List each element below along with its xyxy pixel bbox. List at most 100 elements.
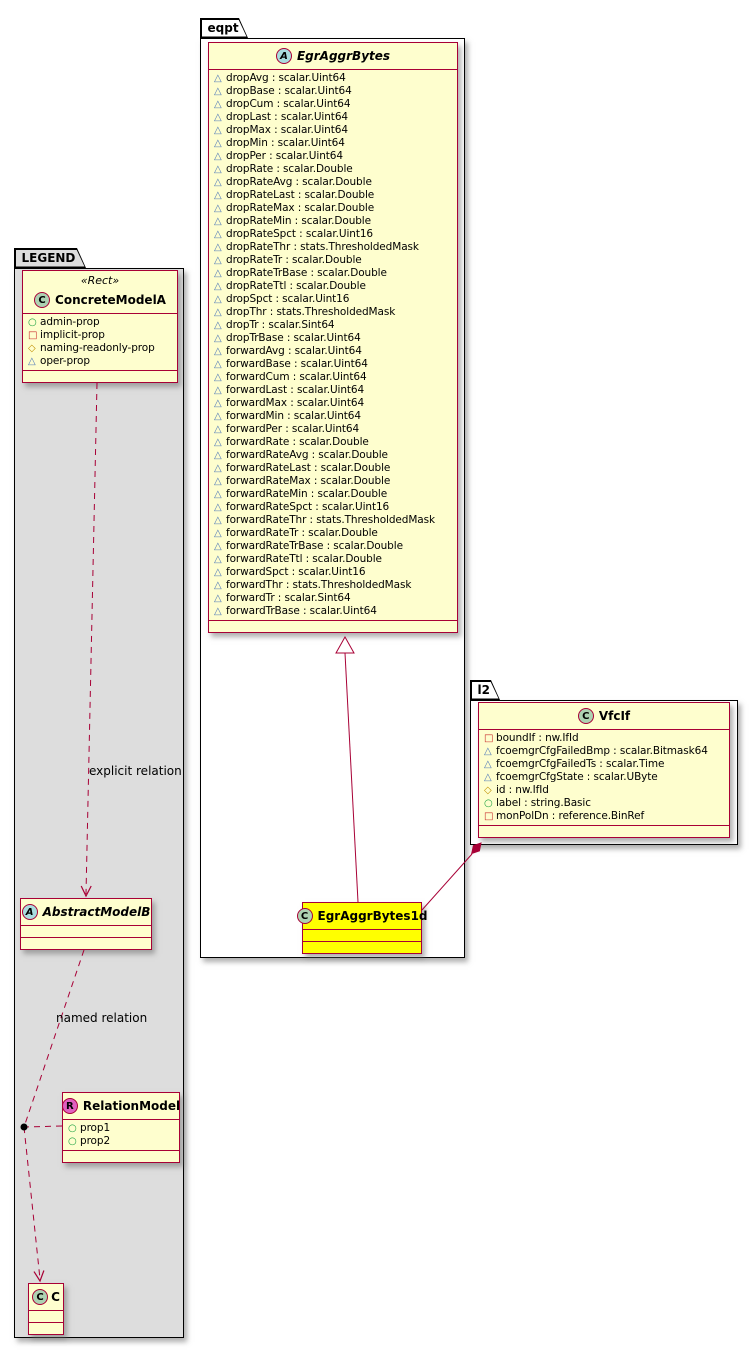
methods-compartment <box>63 1150 179 1162</box>
package-legend-label: LEGEND <box>21 251 76 265</box>
attribute-text: dropLast : scalar.Uint64 <box>226 111 348 123</box>
attribute-visibility-icon <box>214 177 226 189</box>
class-icon: C <box>32 1289 49 1305</box>
attribute-row: forwardRateMax : scalar.Double <box>209 475 457 488</box>
class-vfcif[interactable]: C VfcIf boundIf : nw.IfId fcoemgrCfgFail… <box>478 702 730 838</box>
class-icon: C <box>34 292 51 308</box>
package-l2-tab: l2 <box>470 680 500 700</box>
attribute-visibility-icon <box>28 330 40 342</box>
class-name: AbstractModelB <box>42 905 151 919</box>
attribute-text: prop2 <box>80 1135 111 1147</box>
attribute-visibility-icon <box>214 476 226 488</box>
attribute-text: forwardThr : stats.ThresholdedMask <box>226 579 412 591</box>
attribute-visibility-icon <box>214 138 226 150</box>
attribute-visibility-icon <box>214 398 226 410</box>
abstract-class-icon: A <box>21 904 38 920</box>
attribute-row: dropSpct : scalar.Uint16 <box>209 293 457 306</box>
attribute-text: forwardAvg : scalar.Uint64 <box>226 345 362 357</box>
package-legend-tab: LEGEND <box>14 248 86 268</box>
class-abstractmodelb[interactable]: A AbstractModelB <box>20 898 152 950</box>
attribute-visibility-icon <box>214 216 226 228</box>
attribute-visibility-icon <box>214 580 226 592</box>
attribute-text: dropRateTr : scalar.Double <box>226 254 362 266</box>
attribute-text: dropRateThr : stats.ThresholdedMask <box>226 241 419 253</box>
attribute-row: dropRateAvg : scalar.Double <box>209 176 457 189</box>
attribute-text: forwardRateSpct : scalar.Uint16 <box>226 501 390 513</box>
class-egraggrbytes1d[interactable]: C EgrAggrBytes1d <box>296 902 428 954</box>
class-relationmodel[interactable]: R RelationModel prop1 prop2 <box>61 1092 180 1163</box>
attribute-text: dropRateMax : scalar.Double <box>226 202 375 214</box>
attribute-text: forwardRateTr : scalar.Double <box>226 527 378 539</box>
attribute-visibility-icon <box>214 437 226 449</box>
attribute-row: dropTr : scalar.Sint64 <box>209 319 457 332</box>
package-l2-label: l2 <box>477 683 490 697</box>
attribute-visibility-icon <box>214 359 226 371</box>
attribute-text: forwardRateTtl : scalar.Double <box>226 553 382 565</box>
attribute-visibility-icon <box>214 229 226 241</box>
attribute-visibility-icon <box>484 759 496 771</box>
attribute-text: forwardPer : scalar.Uint64 <box>226 423 360 435</box>
attribute-text: forwardTr : scalar.Sint64 <box>226 592 351 604</box>
abstract-class-icon: A <box>275 48 292 64</box>
attribute-row: dropBase : scalar.Uint64 <box>209 85 457 98</box>
class-icon: C <box>577 708 594 724</box>
attribute-text: dropThr : stats.ThresholdedMask <box>226 306 396 318</box>
class-name: VfcIf <box>598 709 631 723</box>
attribute-text: forwardRateMax : scalar.Double <box>226 475 391 487</box>
class-icon: C <box>296 908 313 924</box>
attribute-text: dropTrBase : scalar.Uint64 <box>226 332 361 344</box>
methods-compartment <box>21 937 151 949</box>
class-egraggrbytes[interactable]: A EgrAggrBytes dropAvg : scalar.Uint64 d… <box>208 42 458 633</box>
attribute-visibility-icon <box>214 73 226 85</box>
attribute-row: prop2 <box>63 1135 179 1148</box>
attribute-visibility-icon <box>214 372 226 384</box>
class-name: EgrAggrBytes <box>296 49 391 63</box>
class-c[interactable]: C C <box>28 1283 64 1335</box>
attribute-row: dropMin : scalar.Uint64 <box>209 137 457 150</box>
attribute-text: forwardBase : scalar.Uint64 <box>226 358 368 370</box>
attribute-text: oper-prop <box>40 355 90 367</box>
attribute-visibility-icon <box>214 294 226 306</box>
attribute-visibility-icon <box>484 798 496 810</box>
attribute-visibility-icon <box>214 203 226 215</box>
attribute-text: forwardCum : scalar.Uint64 <box>226 371 367 383</box>
class-name: ConcreteModelA <box>55 293 166 307</box>
attribute-text: fcoemgrCfgFailedTs : scalar.Time <box>496 758 665 770</box>
attribute-visibility-icon <box>484 772 496 784</box>
attribute-visibility-icon <box>484 746 496 758</box>
attribute-row: forwardRateAvg : scalar.Double <box>209 449 457 462</box>
attribute-text: boundIf : nw.IfId <box>496 732 579 744</box>
attribute-row: fcoemgrCfgState : scalar.UByte <box>479 771 729 784</box>
attribute-row: implicit-prop <box>23 329 177 342</box>
attribute-row: fcoemgrCfgFailedTs : scalar.Time <box>479 758 729 771</box>
attribute-text: forwardRateAvg : scalar.Double <box>226 449 388 461</box>
attribute-text: dropRateTrBase : scalar.Double <box>226 267 387 279</box>
attribute-visibility-icon <box>214 489 226 501</box>
attribute-visibility-icon <box>214 593 226 605</box>
attribute-list: admin-prop implicit-prop naming-readonly… <box>23 314 177 370</box>
edge-label-explicit-relation: explicit relation <box>89 764 182 778</box>
attribute-visibility-icon <box>484 733 496 745</box>
attribute-text: id : nw.IfId <box>496 784 549 796</box>
attribute-row: forwardRateTrBase : scalar.Double <box>209 540 457 553</box>
attribute-row: forwardTrBase : scalar.Uint64 <box>209 605 457 618</box>
attribute-row: forwardPer : scalar.Uint64 <box>209 423 457 436</box>
attribute-row: dropRateTr : scalar.Double <box>209 254 457 267</box>
attribute-row: forwardLast : scalar.Uint64 <box>209 384 457 397</box>
attribute-row: forwardRateTr : scalar.Double <box>209 527 457 540</box>
attribute-row: dropRateLast : scalar.Double <box>209 189 457 202</box>
attribute-row: forwardThr : stats.ThresholdedMask <box>209 579 457 592</box>
package-legend-body <box>14 268 184 1338</box>
class-concretemodela[interactable]: «Rect» C ConcreteModelA admin-prop impli… <box>22 270 178 383</box>
attribute-row: label : string.Basic <box>479 797 729 810</box>
attribute-text: forwardRateMin : scalar.Double <box>226 488 388 500</box>
attribute-text: forwardTrBase : scalar.Uint64 <box>226 605 377 617</box>
attribute-row: dropTrBase : scalar.Uint64 <box>209 332 457 345</box>
attribute-text: forwardRateTrBase : scalar.Double <box>226 540 403 552</box>
attribute-row: boundIf : nw.IfId <box>479 732 729 745</box>
attribute-row: dropRateTtl : scalar.Double <box>209 280 457 293</box>
attribute-visibility-icon <box>214 307 226 319</box>
attribute-visibility-icon <box>28 317 40 329</box>
attribute-row: dropRateThr : stats.ThresholdedMask <box>209 241 457 254</box>
attribute-visibility-icon <box>214 112 226 124</box>
